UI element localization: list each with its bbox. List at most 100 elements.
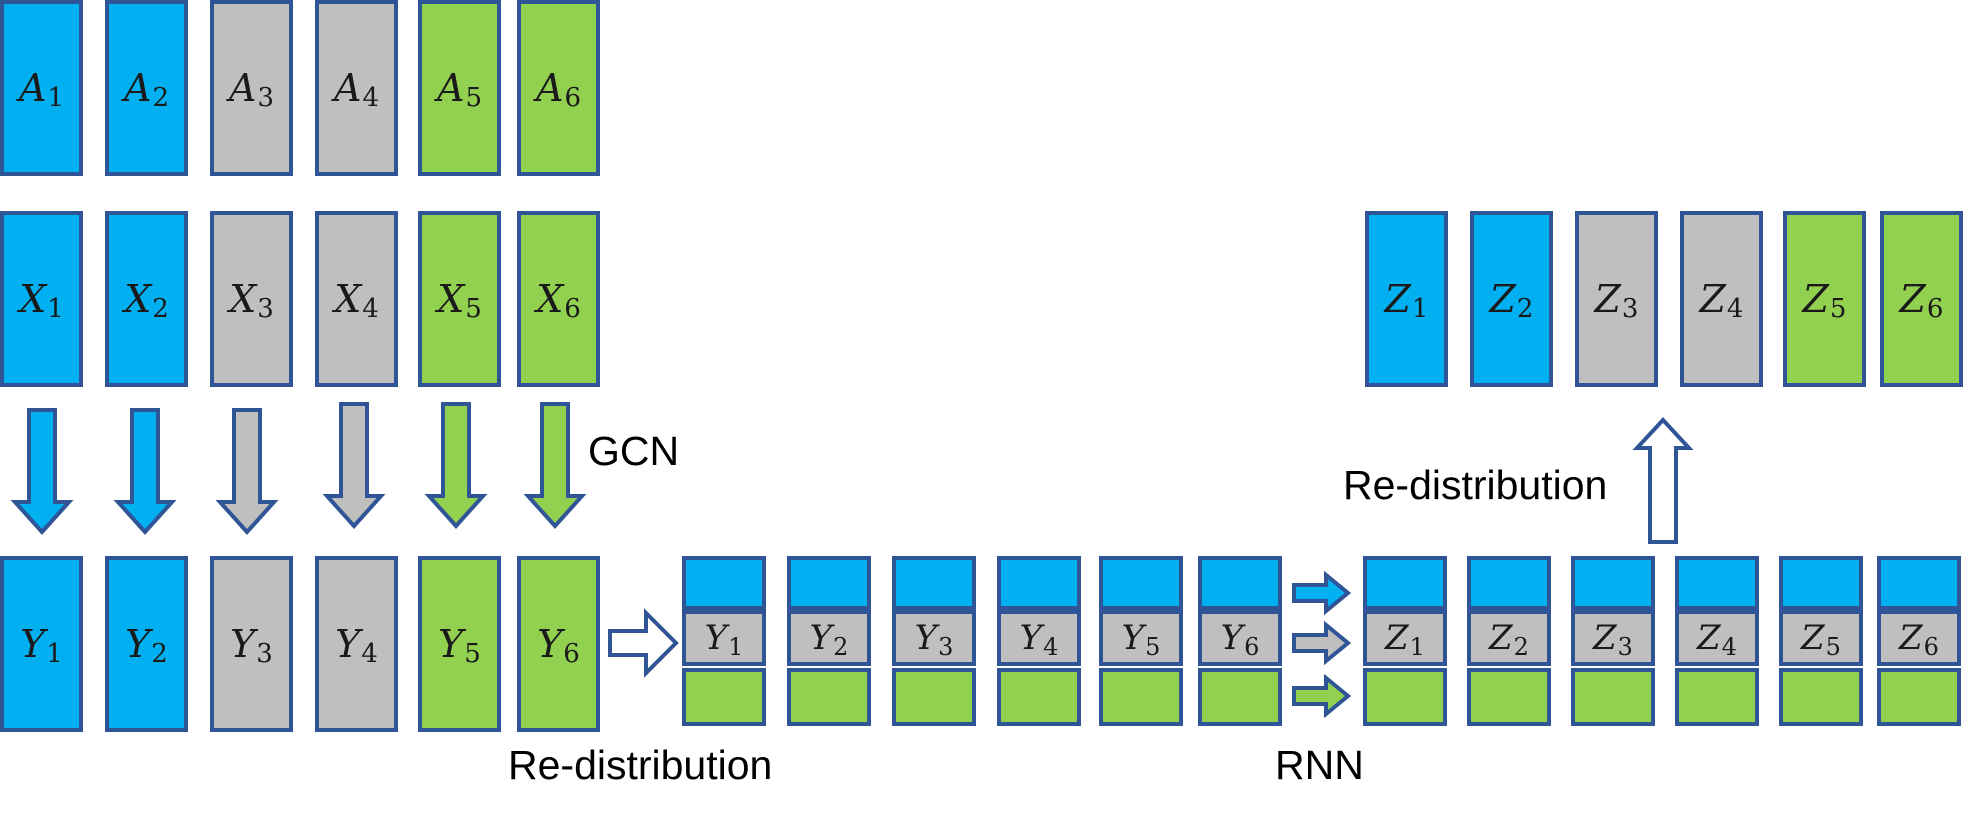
- stack-y-5-green-segment: [1099, 668, 1183, 726]
- stack-y-3-blue-segment: [892, 556, 976, 610]
- block-z-6-symbol: Z: [1899, 277, 1926, 321]
- rnn-arrow-3-shape: [1292, 673, 1352, 719]
- stack-z-3-symbol: Z: [1593, 618, 1617, 658]
- down-arrow-4: [322, 402, 386, 529]
- stack-y-4-blue-segment: [997, 556, 1081, 610]
- stack-y-6-green-segment: [1198, 668, 1282, 726]
- block-x-6-symbol: X: [536, 277, 564, 321]
- down-arrow-2-shape: [113, 408, 177, 535]
- block-z-5-subscript: 5: [1829, 294, 1847, 324]
- stack-y-2-green-segment: [787, 668, 871, 726]
- stack-y-1-blue-segment: [682, 556, 766, 610]
- block-y-2-subscript: 2: [151, 639, 168, 669]
- block-a-3-symbol: A: [229, 66, 257, 110]
- block-x-1-symbol: X: [19, 277, 47, 321]
- stack-z-3-green-segment: [1571, 668, 1655, 726]
- stack-y-3-symbol: Y: [914, 618, 938, 658]
- block-y-5-symbol: Y: [438, 622, 464, 666]
- block-a-2-symbol: A: [124, 66, 152, 110]
- down-arrow-3: [215, 408, 279, 535]
- block-y-2-symbol: Y: [125, 622, 151, 666]
- rnn-arrow-1: [1292, 570, 1352, 616]
- stack-y-1-subscript: 1: [728, 633, 744, 661]
- stack-z-4-subscript: 4: [1721, 633, 1737, 661]
- block-y-6-subscript: 6: [563, 639, 580, 669]
- block-a-4-symbol: A: [334, 66, 362, 110]
- stack-y-5-symbol: Y: [1121, 618, 1145, 658]
- block-z-1-subscript: 1: [1411, 294, 1429, 324]
- block-y-5-subscript: 5: [464, 639, 481, 669]
- stack-z-6-symbol: Z: [1899, 618, 1923, 658]
- block-z-4-subscript: 4: [1726, 294, 1744, 324]
- block-a-5-symbol: A: [437, 66, 465, 110]
- down-arrow-5-shape: [424, 402, 488, 529]
- rnn-arrow-3: [1292, 673, 1352, 719]
- block-x-3-symbol: X: [229, 277, 257, 321]
- redistribution-bottom-label: Re-distribution: [508, 742, 773, 788]
- stack-y-4-symbol: Y: [1019, 618, 1043, 658]
- block-x-3-subscript: 3: [257, 294, 274, 324]
- block-x-6-subscript: 6: [564, 294, 581, 324]
- rnn-arrow-2: [1292, 620, 1352, 666]
- stack-z-4-blue-segment: [1675, 556, 1759, 610]
- stack-y-3-subscript: 3: [938, 633, 954, 661]
- stack-y-6-symbol: Y: [1220, 618, 1244, 658]
- block-z-5-symbol: Z: [1802, 277, 1829, 321]
- block-y-6-symbol: Y: [537, 622, 563, 666]
- stack-z-2-subscript: 2: [1513, 633, 1529, 661]
- stack-y-5-subscript: 5: [1145, 633, 1161, 661]
- stack-y-2-blue-segment: [787, 556, 871, 610]
- stack-z-5-subscript: 5: [1825, 633, 1841, 661]
- stack-z-5-green-segment: [1779, 668, 1863, 726]
- rnn-arrow-1-shape: [1292, 570, 1352, 616]
- block-x-5-subscript: 5: [465, 294, 482, 324]
- block-a-4-subscript: 4: [362, 83, 379, 113]
- block-a-6-symbol: A: [536, 66, 564, 110]
- redistribution-right-arrow: [608, 608, 679, 678]
- block-a-2-subscript: 2: [152, 83, 169, 113]
- stack-z-1-symbol: Z: [1385, 618, 1409, 658]
- down-arrow-6: [523, 402, 587, 529]
- block-x-1-subscript: 1: [47, 294, 64, 324]
- stack-z-2-blue-segment: [1467, 556, 1551, 610]
- stack-z-2-green-segment: [1467, 668, 1551, 726]
- stack-z-2-symbol: Z: [1489, 618, 1513, 658]
- rnn-label: RNN: [1275, 742, 1364, 788]
- block-y-3-subscript: 3: [256, 639, 273, 669]
- block-y-4-subscript: 4: [361, 639, 378, 669]
- block-x-2-symbol: X: [124, 277, 152, 321]
- stack-y-5-blue-segment: [1099, 556, 1183, 610]
